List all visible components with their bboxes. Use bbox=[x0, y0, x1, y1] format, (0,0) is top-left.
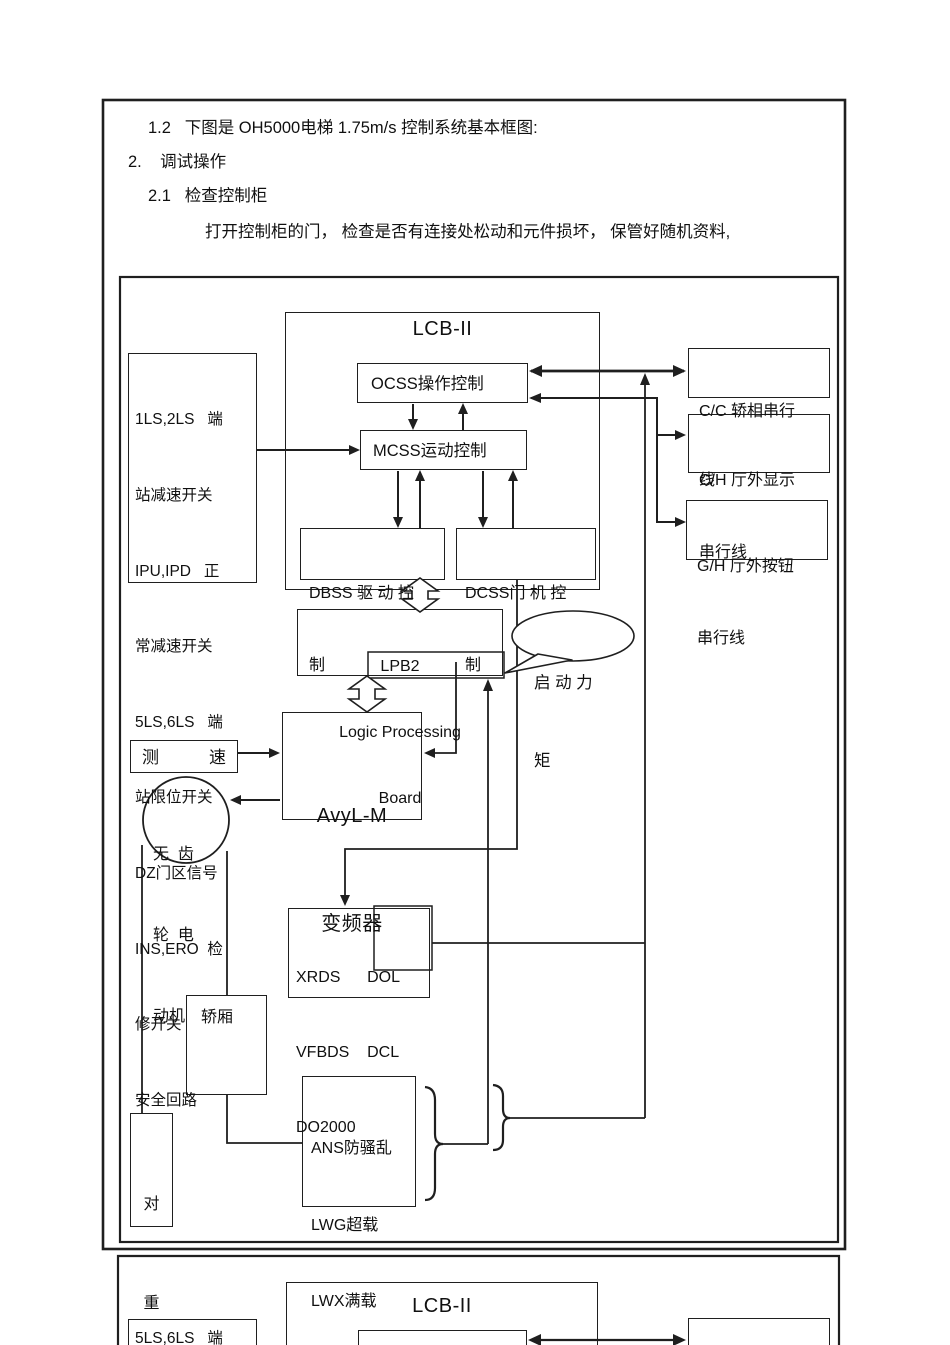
counterweight-label: 对 重 bbox=[143, 1196, 160, 1312]
inverter-label: AvyL-M 变频器 bbox=[316, 805, 388, 935]
car-label: 轿厢 bbox=[201, 1009, 234, 1026]
gh-serial-label: G/H 厅外按钮 串行线 bbox=[697, 558, 794, 647]
body-paragraph: 打开控制柜的门， 检查是否有连接处松动和元件损坏， 保管好随机资料, bbox=[205, 223, 731, 241]
dbss-label: DBSS 驱 动 控 制 bbox=[309, 585, 414, 674]
sensor-signals-text-2: 5LS,6LS 端 bbox=[135, 1330, 223, 1345]
torque-callout-label: 启 动 力 矩 bbox=[534, 674, 593, 770]
speed-sensor-label: 测 速 bbox=[142, 748, 226, 767]
lcb-title-2: LCB-II bbox=[412, 1295, 472, 1317]
heading-1-2: 1.2 下图是 OH5000电梯 1.75m/s 控制系统基本框图: bbox=[148, 119, 538, 137]
cc-serial-label: C/C 轿相串行 线 bbox=[699, 403, 796, 489]
load-brace-1 bbox=[424, 1085, 444, 1202]
lcb-title: LCB-II bbox=[412, 318, 473, 340]
heading-2: 2. 调试操作 bbox=[128, 153, 227, 171]
load-brace-2 bbox=[492, 1083, 511, 1152]
lpb2-label: LPB2 Logic Processing Board bbox=[339, 658, 461, 807]
ocss-label: OCSS操作控制 bbox=[371, 375, 484, 393]
dcss-label: DCSS门 机 控 制 bbox=[465, 585, 567, 674]
load-switches-label: ANS防骚乱 LWG超载 LWX满载 25L 50L bbox=[311, 1140, 392, 1310]
mcss-label: MCSS运动控制 bbox=[373, 442, 487, 460]
ch-serial-label: C/H 厅外显示 串行线 bbox=[699, 472, 796, 561]
heading-2-1: 2.1 检查控制柜 bbox=[148, 187, 268, 205]
xrds-label: XRDS DOL VFBDS DCL DO2000 bbox=[296, 969, 401, 1136]
cc-serial-box-2 bbox=[688, 1318, 830, 1345]
gearless-motor-label: 无 齿 轮 电 动机 bbox=[153, 846, 194, 1025]
sensor-signals-text: 1LS,2LS 端 站减速开关 IPU,IPD 正 常减速开关 5LS,6LS … bbox=[135, 411, 223, 1109]
